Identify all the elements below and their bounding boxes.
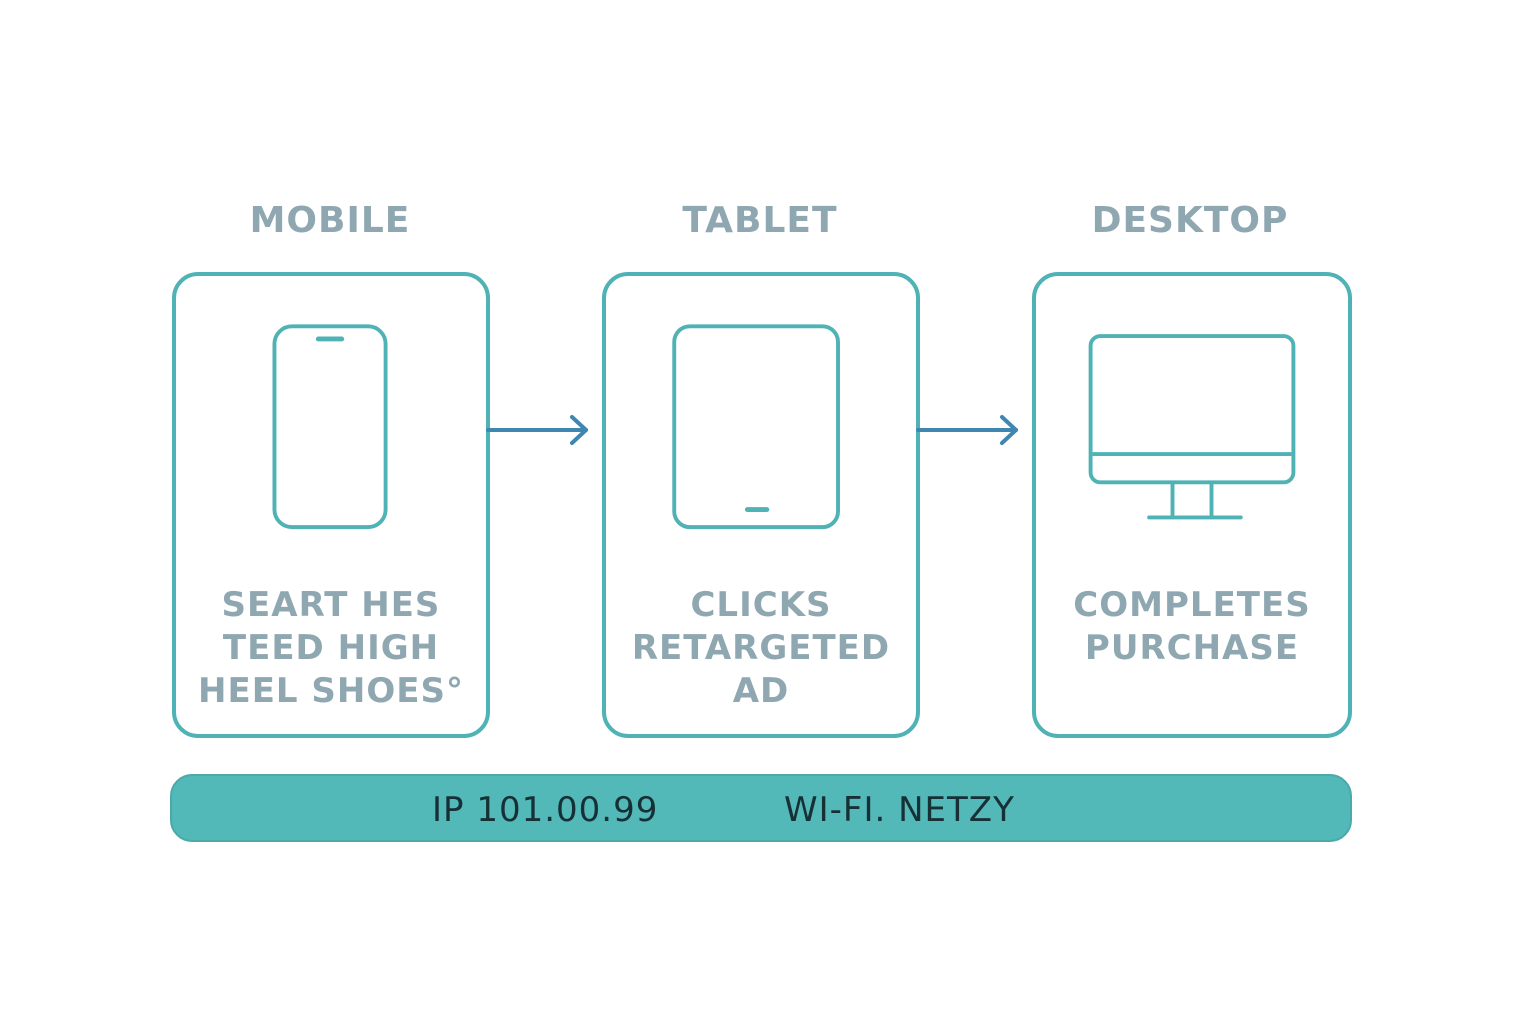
arrow-right-icon bbox=[916, 415, 1018, 445]
smartphone-icon bbox=[272, 324, 388, 530]
ip-address-label: IP 101.00.99 bbox=[432, 790, 659, 830]
network-info-bar: IP 101.00.99 WI-FI. NETZY bbox=[170, 774, 1352, 842]
heading-desktop: DESKTOP bbox=[1091, 200, 1289, 241]
tablet-step-text: CLICKS RETARGETED AD bbox=[631, 585, 891, 711]
wifi-network-label: WI-FI. NETZY bbox=[784, 790, 1015, 830]
heading-tablet: TABLET bbox=[682, 200, 838, 241]
mobile-step-text: SEART HES TEED HIGH HEEL SHOES° bbox=[198, 585, 464, 711]
desktop-step-text: COMPLETES PURCHASE bbox=[1073, 585, 1311, 668]
arrow-right-icon bbox=[486, 415, 588, 445]
desktop-monitor-icon bbox=[1088, 334, 1296, 520]
tablet-icon bbox=[672, 324, 840, 530]
heading-mobile: MOBILE bbox=[249, 200, 411, 241]
mobile-card: SEART HES TEED HIGH HEEL SHOES° bbox=[172, 272, 490, 738]
tablet-card: CLICKS RETARGETED AD bbox=[602, 272, 920, 738]
desktop-card: COMPLETES PURCHASE bbox=[1032, 272, 1352, 738]
